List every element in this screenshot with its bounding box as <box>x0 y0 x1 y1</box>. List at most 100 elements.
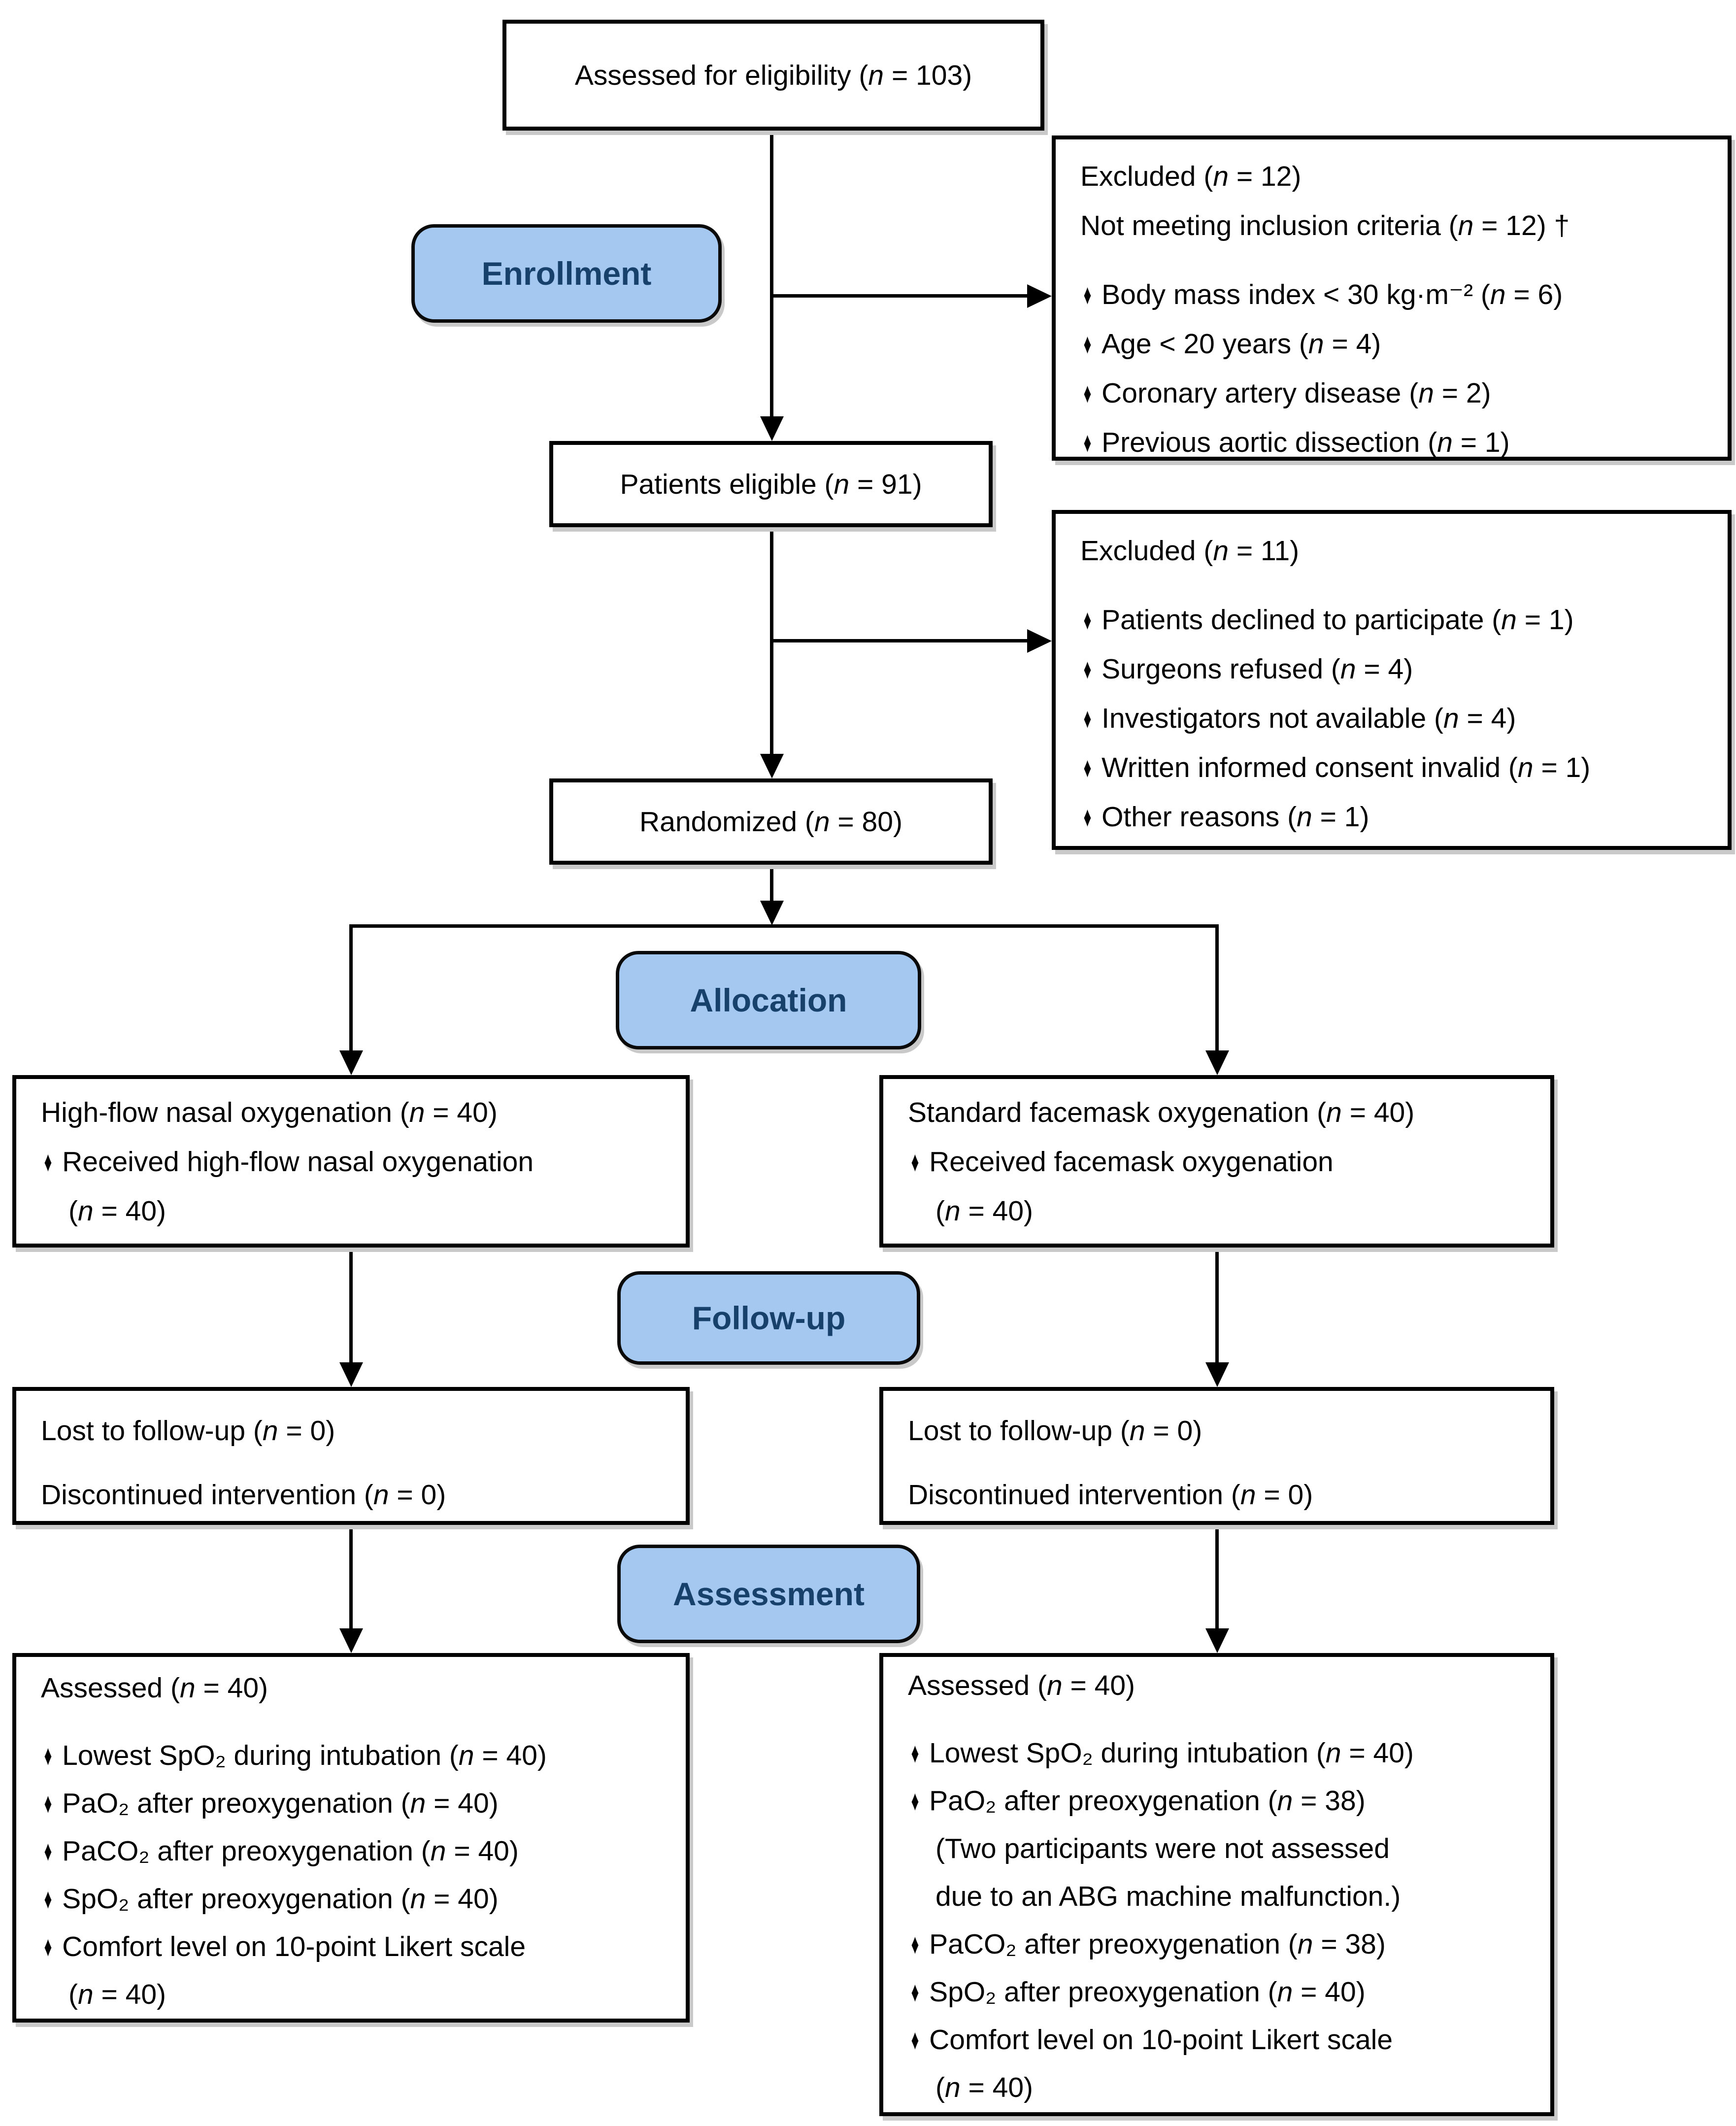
diamond-bullet-icon: ♦ <box>1083 653 1092 685</box>
text-line: ♦PaCO₂ after preoxygenation (n = 38) <box>908 1921 1531 1968</box>
line-text: Received high-flow nasal oxygenation <box>62 1146 534 1178</box>
arrowhead-down-icon <box>1205 1628 1229 1653</box>
arrowhead-down-icon <box>760 901 784 925</box>
text-line: ♦ Patients declined to participate (n = 1… <box>1080 595 1708 644</box>
diamond-bullet-icon: ♦ <box>911 1785 919 1817</box>
line-text: Investigators not available (n = 4) <box>1102 703 1516 734</box>
connector-assessed-to-eligible <box>770 131 773 421</box>
text-line: ♦Coronary artery disease (n = 2) <box>1080 369 1708 418</box>
box-text: High-flow nasal oxygenation (n = 40) ♦ Rec… <box>41 1088 666 1236</box>
line-text: Not meeting inclusion criteria (n = 12) … <box>1080 210 1570 241</box>
stage-label-text: Enrollment <box>481 255 652 292</box>
excluded-randomization-box: Excluded (n = 11) ♦ Patients declined to p… <box>1052 510 1732 850</box>
allocation-split-line <box>349 924 1219 928</box>
text-line: ♦PaCO₂ after preoxygenation (n = 40) <box>41 1827 666 1875</box>
text-line: Lost to follow-up (n = 0) <box>41 1397 666 1461</box>
stage-label-text: Assessment <box>673 1576 865 1612</box>
arrowhead-down-icon <box>339 1628 363 1653</box>
line-text: Excluded (n = 11) <box>1080 535 1300 567</box>
text-line: ♦Investigators not available (n = 4) <box>1080 694 1708 743</box>
arrowhead-right-icon <box>1027 629 1052 653</box>
excluded-enrollment-box: Excluded (n = 12) Not meeting inclusion c… <box>1052 135 1732 461</box>
line-text: Surgeons refused (n = 4) <box>1102 653 1413 685</box>
diamond-bullet-icon: ♦ <box>1083 427 1092 458</box>
line-text: Received facemask oxygenation <box>929 1146 1334 1178</box>
text-line: Standard facemask oxygenation (n = 40) <box>908 1088 1531 1137</box>
line-text: (Two participants were not assessed <box>935 1833 1390 1864</box>
text-line: Excluded (n = 11) <box>1080 526 1708 575</box>
line-text: Patients eligible (n = 91) <box>620 468 922 500</box>
diamond-bullet-icon: ♦ <box>911 1928 919 1960</box>
arrowhead-down-icon <box>339 1362 363 1387</box>
text-line: Patients eligible (n = 91) <box>620 460 922 509</box>
allocation-hfno-box: High-flow nasal oxygenation (n = 40) ♦ Rec… <box>12 1075 690 1248</box>
box-text: Randomized (n = 80) <box>639 797 902 846</box>
line-text: Age < 20 years (n = 4) <box>1102 328 1381 360</box>
diamond-bullet-icon: ♦ <box>911 1976 919 2008</box>
text-line: Discontinued intervention (n = 0) <box>41 1461 666 1525</box>
diamond-bullet-icon: ♦ <box>44 1740 52 1771</box>
box-text: Lost to follow-up (n = 0) Discontinued in… <box>908 1397 1531 1525</box>
connector-split-to-alloc-left <box>349 924 353 1052</box>
text-line: due to an ABG machine malfunction.) <box>908 1873 1531 1921</box>
line-text: High-flow nasal oxygenation (n = 40) <box>41 1097 498 1128</box>
text-line: Discontinued intervention (n = 0) <box>908 1461 1531 1525</box>
line-text: SpO₂ after preoxygenation (n = 40) <box>929 1976 1366 2008</box>
line-text: PaO₂ after preoxygenation (n = 38) <box>929 1785 1366 1817</box>
line-text: Coronary artery disease (n = 2) <box>1102 377 1491 409</box>
diamond-bullet-icon: ♦ <box>44 1146 52 1178</box>
text-line: ♦Previous aortic dissection (n = 1) <box>1080 418 1708 467</box>
line-text: Lowest SpO₂ during intubation (n = 40) <box>62 1740 547 1771</box>
text-line: ♦ Surgeons refused (n = 4) <box>1080 644 1708 694</box>
line-text: Patients declined to participate (n = 1) <box>1102 604 1574 636</box>
text-line: ♦Body mass index < 30 kg·m⁻² (n = 6) <box>1080 270 1708 319</box>
connector-alloc-to-followup-left <box>349 1248 353 1365</box>
stage-label-followup: Follow-up <box>617 1271 920 1365</box>
text-line: ♦SpO₂ after preoxygenation (n = 40) <box>41 1875 666 1923</box>
line-text: Other reasons (n = 1) <box>1102 801 1369 833</box>
line-text: (n = 40) <box>935 2072 1034 2103</box>
line-text: Standard facemask oxygenation (n = 40) <box>908 1097 1415 1128</box>
text-line: (Two participants were not assessed <box>908 1825 1531 1873</box>
stage-label-enrollment: Enrollment <box>411 224 722 323</box>
line-text: (n = 40) <box>68 1979 167 2010</box>
text-line: Lost to follow-up (n = 0) <box>908 1397 1531 1461</box>
arrowhead-down-icon <box>1205 1050 1229 1075</box>
line-text: Lost to follow-up (n = 0) <box>908 1415 1202 1447</box>
stage-label-text: Allocation <box>690 982 847 1018</box>
text-line: ♦Written informed consent invalid (n = 1… <box>1080 743 1708 792</box>
stage-label-assessment: Assessment <box>617 1545 920 1643</box>
text-line: (n = 40) <box>41 1186 666 1236</box>
patients-eligible-box: Patients eligible (n = 91) <box>549 441 993 527</box>
box-text: Assessed (n = 40)♦Lowest SpO₂ during int… <box>41 1664 666 2019</box>
text-line: Randomized (n = 80) <box>639 797 902 846</box>
diamond-bullet-icon: ♦ <box>1083 328 1092 360</box>
text-line: ♦ Lowest SpO₂ during intubation (n = 40) <box>41 1732 666 1780</box>
stage-label-text: Follow-up <box>692 1300 846 1336</box>
box-text: Lost to follow-up (n = 0) Discontinued in… <box>41 1397 666 1525</box>
line-text: SpO₂ after preoxygenation (n = 40) <box>62 1883 499 1915</box>
diamond-bullet-icon: ♦ <box>1083 752 1092 783</box>
line-text: Discontinued intervention (n = 0) <box>908 1479 1313 1511</box>
connector-to-excluded-enrollment <box>771 294 1030 298</box>
text-line: ♦Comfort level on 10-point Likert scale <box>41 1923 666 1971</box>
diamond-bullet-icon: ♦ <box>1083 604 1092 636</box>
box-text: Assessed (n = 40)♦Lowest SpO₂ during int… <box>908 1662 1531 2112</box>
randomized-box: Randomized (n = 80) <box>549 778 993 865</box>
connector-followup-to-assess-right <box>1215 1525 1219 1631</box>
box-text: Excluded (n = 12) Not meeting inclusion c… <box>1080 152 1708 467</box>
line-text: PaCO₂ after preoxygenation (n = 40) <box>62 1835 519 1867</box>
line-text: Lost to follow-up (n = 0) <box>41 1415 335 1447</box>
text-line: (n = 40) <box>41 1971 666 2019</box>
line-text: (n = 40) <box>935 1195 1034 1227</box>
arrowhead-right-icon <box>1027 284 1052 308</box>
text-line: ♦PaO₂ after preoxygenation (n = 40) <box>41 1780 666 1827</box>
text-line: (n = 40) <box>908 2064 1531 2112</box>
text-line: ♦Comfort level on 10-point Likert scale <box>908 2016 1531 2064</box>
diamond-bullet-icon: ♦ <box>44 1788 52 1819</box>
text-line: Excluded (n = 12) <box>1080 152 1708 201</box>
box-text: Excluded (n = 11) ♦ Patients declined to p… <box>1080 526 1708 842</box>
connector-alloc-to-followup-right <box>1215 1248 1219 1365</box>
diamond-bullet-icon: ♦ <box>1083 279 1092 310</box>
